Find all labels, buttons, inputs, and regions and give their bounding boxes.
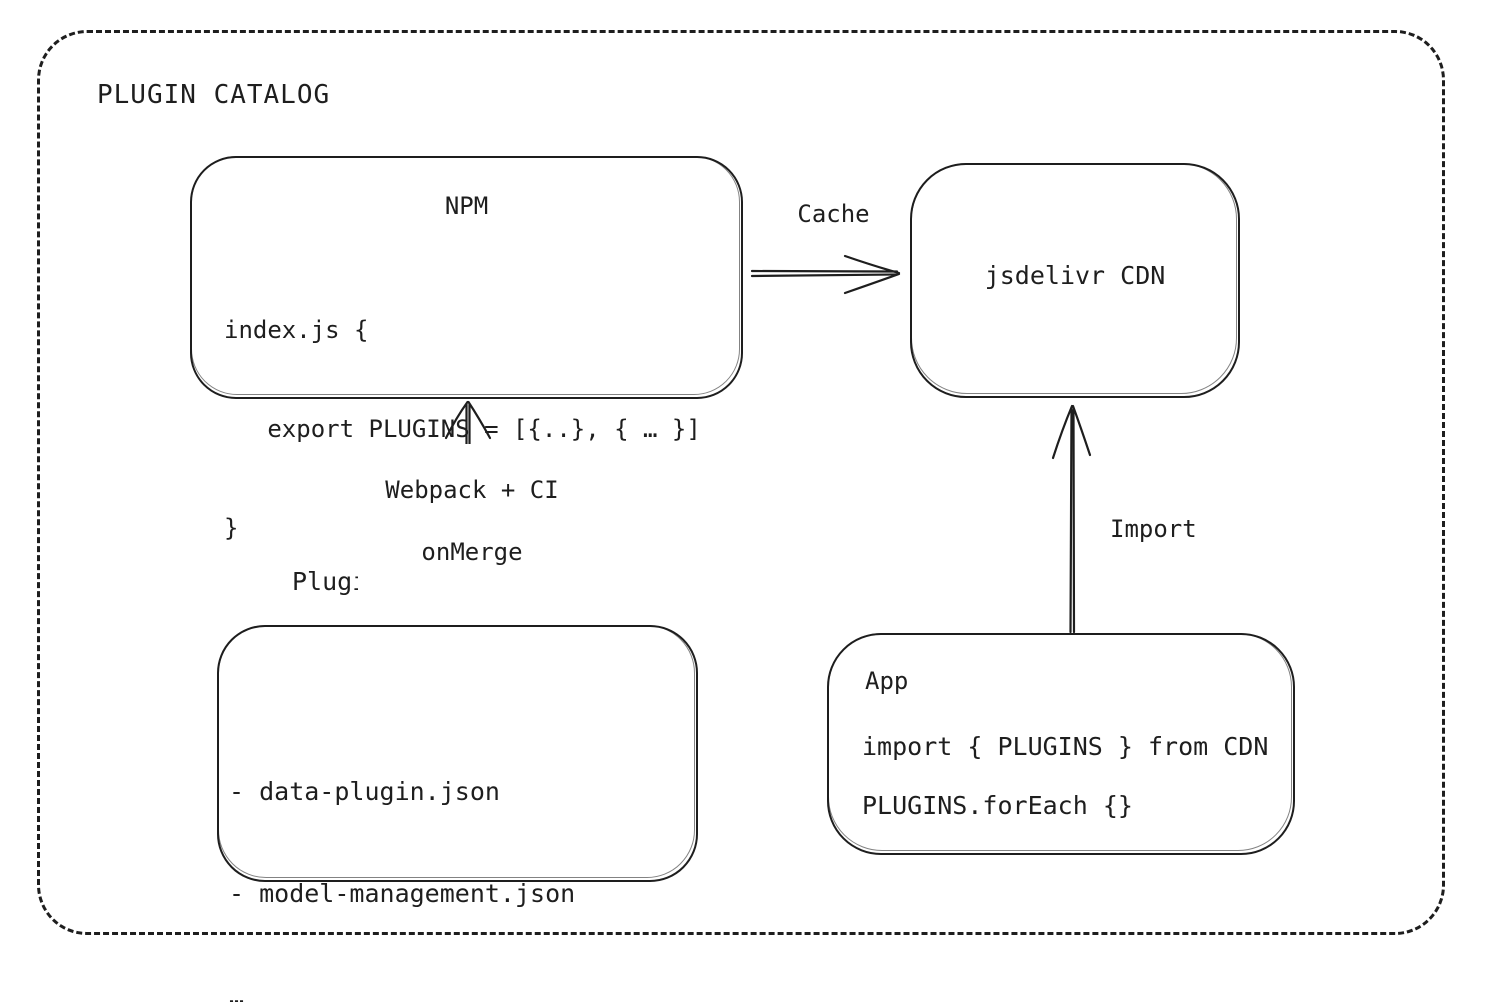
import-edge-label: Import (1106, 515, 1201, 543)
repo-node: - data-plugin.json - model-management.js… (217, 625, 698, 1002)
build-edge-label-line: Webpack + CI (385, 476, 559, 504)
cdn-node: jsdelivr CDN (910, 163, 1240, 398)
app-code-line: PLUGINS.forEach {} (862, 791, 1133, 820)
build-edge-label: Webpack + CI onMerge (358, 444, 586, 599)
repo-file-item: - model-management.json (229, 879, 576, 908)
npm-code-line: index.js { (224, 316, 369, 344)
npm-node-title: NPM (444, 192, 489, 220)
npm-node: NPM index.js { export PLUGINS = [{..}, {… (190, 156, 743, 542)
npm-code-line: } (224, 514, 239, 542)
repo-file-item: … (229, 981, 245, 1002)
cdn-node-label: jsdelivr CDN (984, 261, 1166, 290)
npm-code-line: export PLUGINS = [{..}, { … }] (224, 415, 701, 443)
app-node: App import { PLUGINS } from CDN PLUGINS.… (827, 633, 1295, 855)
app-node-title: App (865, 667, 909, 695)
diagram-title: PLUGIN CATALOG (97, 80, 331, 110)
cache-edge-label: Cache (782, 200, 885, 228)
app-code-line: import { PLUGINS } from CDN (862, 732, 1269, 761)
repo-file-item: - data-plugin.json (229, 777, 500, 806)
repo-file-list: - data-plugin.json - model-management.js… (229, 707, 575, 1002)
build-edge-label-line: onMerge (421, 538, 523, 566)
catalog-boundary-frame (37, 30, 1445, 935)
